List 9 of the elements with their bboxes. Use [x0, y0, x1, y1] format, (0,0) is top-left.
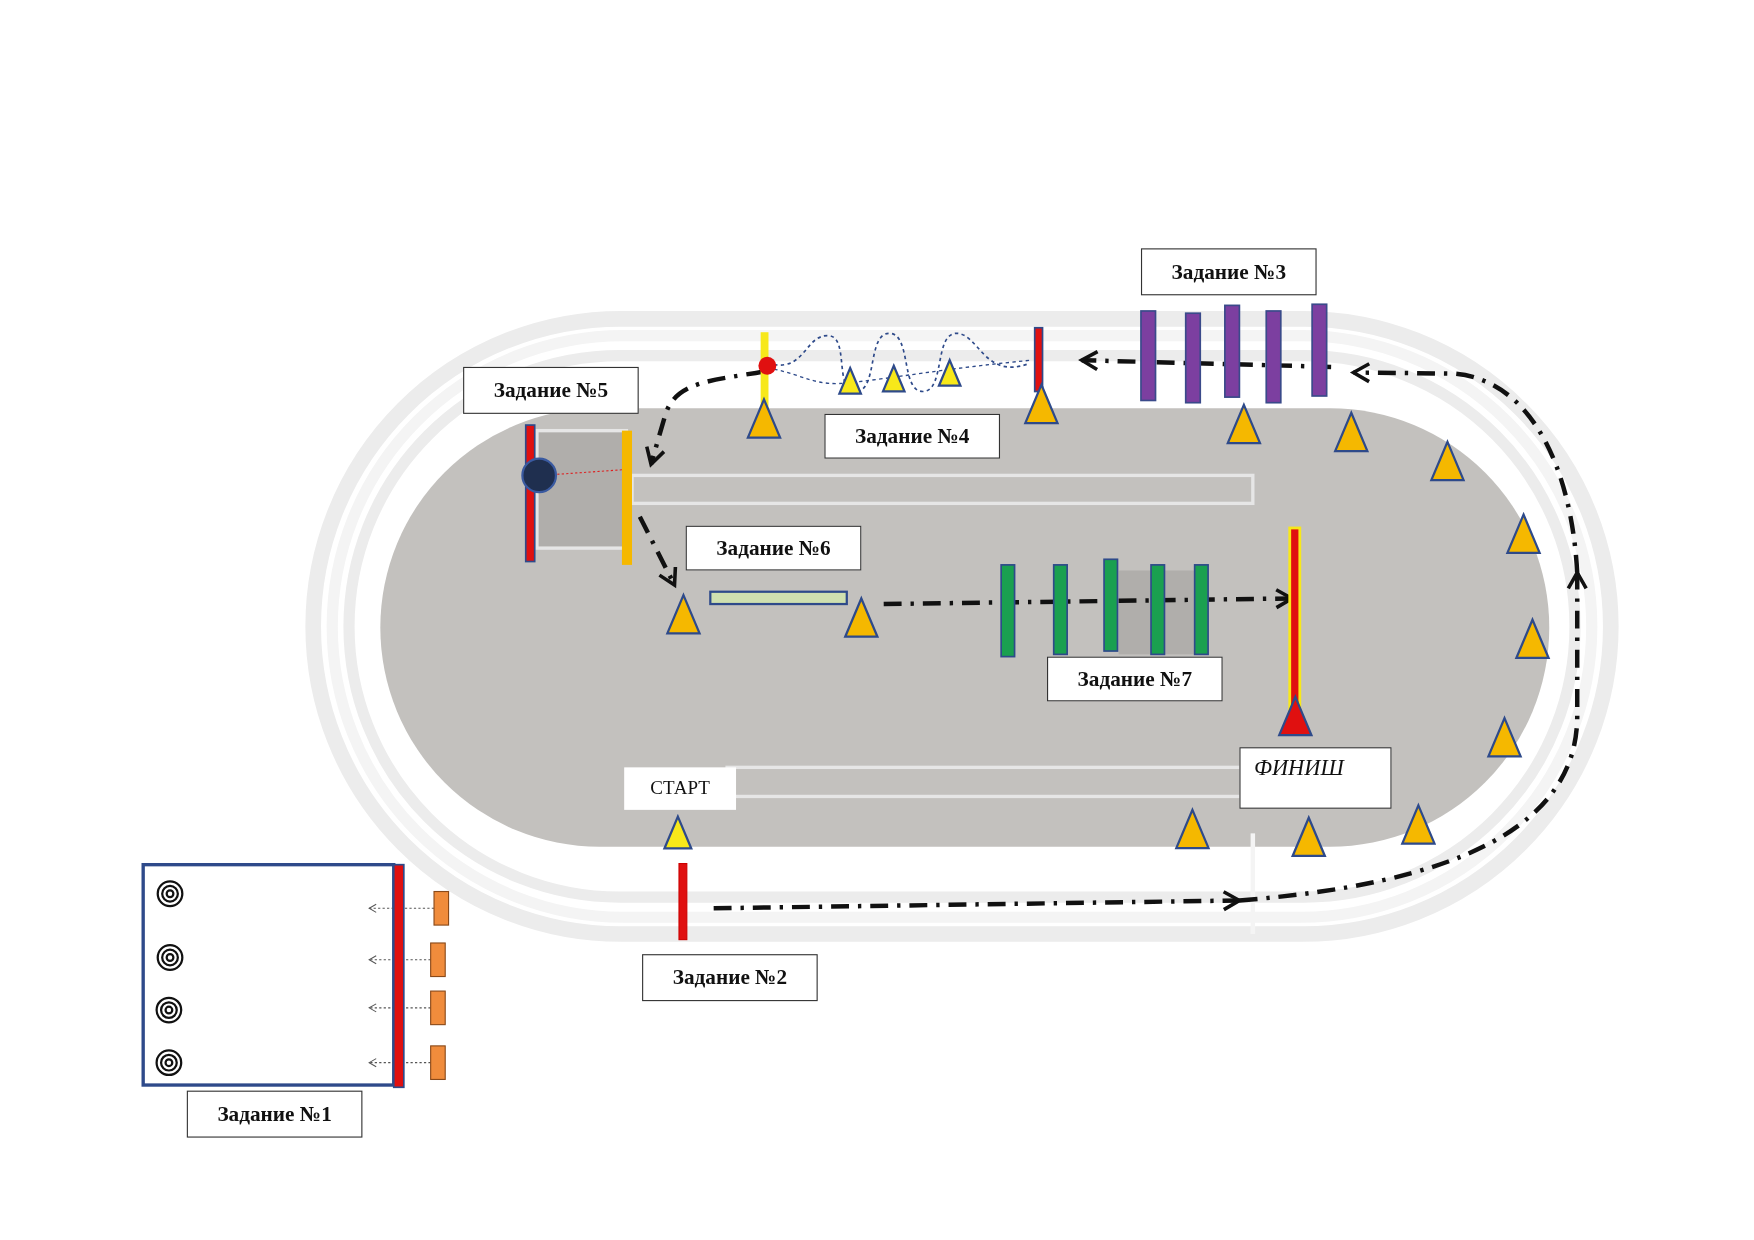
task-label-box: Задание №3: [1140, 248, 1317, 296]
task-label-box: СТАРТ: [624, 767, 737, 810]
task-label-box: Задание №7: [1047, 656, 1223, 702]
task-label-box: Задание №6: [685, 525, 862, 571]
task-label-box: Задание №2: [642, 954, 818, 1002]
task-label-box: ФИНИШ: [1239, 747, 1392, 809]
task-label-box: Задание №4: [824, 413, 1001, 459]
task-label-box: Задание №5: [463, 366, 639, 414]
task-label-box: Задание №1: [186, 1090, 363, 1138]
